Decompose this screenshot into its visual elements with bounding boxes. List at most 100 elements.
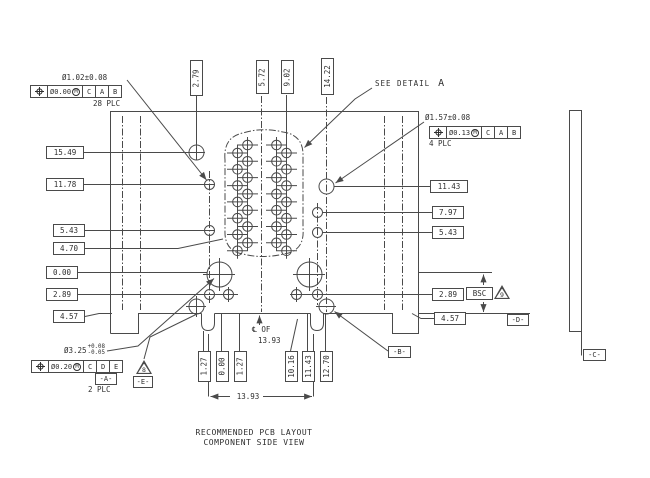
fcf-datum: C [481, 127, 494, 138]
dim-box-bottom-1: 0.00 [215, 351, 229, 382]
hole-small [242, 139, 253, 151]
dim-box-left-4: 0.00 [46, 266, 78, 279]
hole-small [281, 196, 292, 208]
hole-small [271, 172, 282, 183]
fcf-datum: B [108, 86, 121, 97]
hole-small [232, 196, 243, 208]
bsc-box: BSC [466, 287, 493, 300]
hole-small [204, 179, 215, 190]
small-hole-qty: 28 PLC [92, 99, 122, 108]
hole-small [281, 212, 292, 224]
dim-box-left-6: 4.57 [53, 310, 85, 323]
centerline-note-value: 13.93 [258, 336, 281, 345]
zigzag-hole-pattern [227, 137, 297, 259]
mmc-modifier-icon: M [471, 128, 480, 137]
side-view-bar [569, 110, 582, 332]
hole-small [242, 221, 253, 232]
fcf-datum: C [82, 86, 95, 97]
hole-small [291, 289, 302, 300]
dim-box-bottom-4: 11.43 [301, 351, 315, 382]
medium-hole-size: Ø1.57±0.08 [424, 113, 472, 122]
dim-box-left-0: 15.49 [46, 146, 84, 159]
see-detail-note: SEE DETAIL A [374, 78, 446, 89]
hole-large [206, 261, 233, 288]
dim-box-right-4: 4.57 [434, 312, 466, 325]
hole-small [281, 245, 292, 257]
caption-line-2: COMPONENT SIDE VIEW [203, 437, 305, 447]
hole-small [312, 289, 323, 300]
fcf-tolerance: Ø0.00 [50, 87, 72, 96]
slot-right [310, 313, 324, 332]
hole-small [281, 180, 292, 191]
dim-box-top-0: 2.79 [190, 60, 203, 96]
dim-box-left-2: 5.43 [53, 224, 85, 237]
mmc-modifier-icon: M [72, 87, 81, 96]
hole-small [232, 245, 243, 257]
medium-hole-qty: 4 PLC [428, 139, 453, 148]
dim-box-bottom-3: 10.16 [284, 351, 298, 382]
hole-small [204, 289, 215, 300]
hole-small [312, 227, 323, 238]
dim-box-top-1: 5.72 [255, 60, 269, 94]
hole-medium [188, 298, 205, 315]
centerlines [122, 96, 403, 312]
hole-small [242, 156, 253, 167]
hole-small [271, 204, 282, 216]
hole-small [232, 147, 243, 159]
hole-medium [188, 144, 205, 161]
datum-d: -D- [507, 314, 529, 326]
fcf-tolerance: Ø0.13 [449, 128, 471, 137]
hole-medium [318, 298, 335, 315]
mmc-modifier-icon: M [73, 362, 82, 371]
hole-small [281, 229, 292, 240]
fcf-datum: A [95, 86, 108, 97]
hole-small [312, 207, 323, 218]
hole-small [271, 156, 282, 167]
fcf-datum: D [96, 361, 109, 372]
leader-lines [106, 79, 425, 360]
hole-small [242, 237, 253, 249]
hole-small [271, 237, 282, 249]
dim-box-top-3: 14.22 [320, 58, 334, 95]
dim-box-top-2: 9.02 [280, 60, 294, 94]
fcf-datum: E [109, 361, 122, 372]
hole-small [281, 147, 292, 159]
hole-small [242, 188, 253, 200]
hole-small [232, 180, 243, 191]
centerline-note: ℄ OF [252, 325, 271, 334]
hole-small [271, 139, 282, 151]
drawing-caption: RECOMMENDED PCB LAYOUT COMPONENT SIDE VI… [148, 428, 360, 447]
flag-note-8: 8 [136, 360, 152, 374]
hole-large [296, 261, 323, 288]
body-outline [110, 110, 582, 356]
datum-e: -E- [133, 376, 153, 388]
position-tolerance-icon [430, 127, 446, 138]
fcf-datum: A [494, 127, 507, 138]
dim-box-right-2: 5.43 [432, 226, 464, 239]
dim-box-bottom-2: 1.27 [233, 351, 247, 382]
holes [188, 144, 335, 315]
large-hole-tolerance: +0.08 -0.05 [87, 344, 106, 356]
dim-box-left-5: 2.89 [46, 288, 78, 301]
hole-medium [318, 178, 335, 195]
hole-small [242, 172, 253, 183]
fcf-tolerance: Ø0.20 [51, 362, 73, 371]
fcf-datum: B [507, 127, 520, 138]
hole-small [271, 188, 282, 200]
caption-line-1: RECOMMENDED PCB LAYOUT [195, 428, 313, 437]
detail-letter: A [438, 78, 445, 89]
hole-small [232, 164, 243, 175]
small-hole-size: Ø1.02±0.08 [61, 73, 109, 82]
large-hole-size: Ø3.25 +0.08 -0.05 [63, 344, 107, 356]
position-tolerance-icon [32, 361, 48, 372]
dim-box-left-1: 11.78 [46, 178, 84, 191]
hole-small [271, 221, 282, 232]
dim-box-bottom-0: 1.27 [197, 351, 211, 382]
slot-left [201, 313, 215, 332]
position-tolerance-icon [31, 86, 47, 97]
span-dimension: 13.93 [236, 392, 260, 401]
